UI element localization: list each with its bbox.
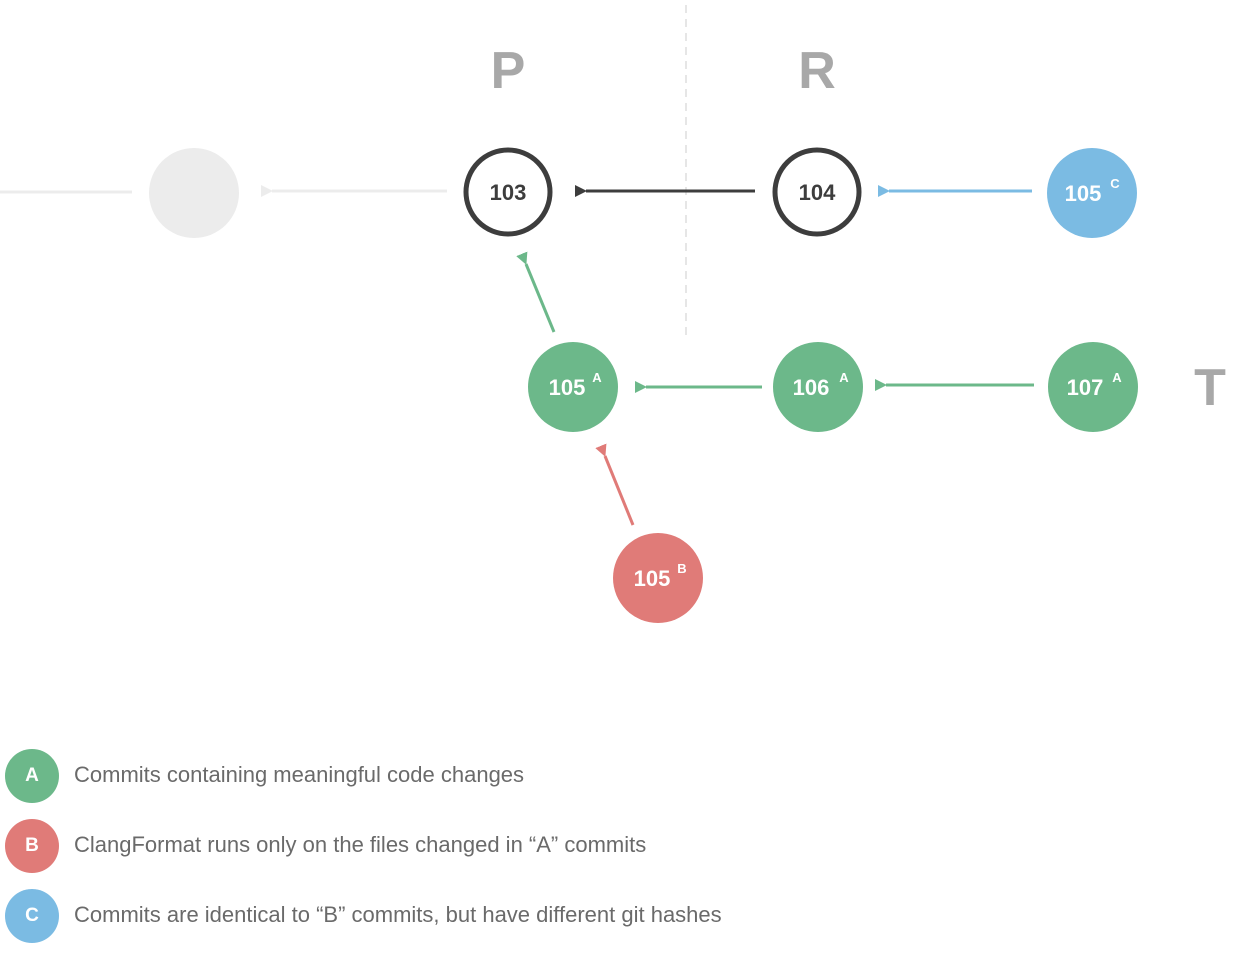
legend-text-a: Commits containing meaningful code chang… — [74, 762, 525, 787]
node-105c-label: 105 — [1065, 181, 1102, 206]
node-105b-superscript: B — [677, 561, 686, 576]
node-103-label: 103 — [490, 180, 527, 205]
node-104-label: 104 — [799, 180, 836, 205]
svg-text:103: 103 — [490, 180, 527, 205]
legend-badge-b: B — [5, 819, 59, 873]
commit-node-105c: 105 C — [1047, 148, 1137, 238]
commit-node-105b: 105 B — [613, 533, 703, 623]
commit-node-107a: 107 A — [1048, 342, 1138, 432]
commit-node-104: 104 — [772, 147, 862, 237]
commit-node-106a: 106 A — [773, 342, 863, 432]
commit-graph: P R T 103 104 105 C 105 A 106 A — [0, 5, 1226, 623]
node-105b-label: 105 — [634, 566, 671, 591]
commit-node-105a: 105 A — [528, 342, 618, 432]
node-107a-label: 107 — [1067, 375, 1104, 400]
legend-item-c: C Commits are identical to “B” commits, … — [5, 889, 905, 943]
branch-label-p: P — [491, 42, 526, 100]
node-106a-label: 106 — [793, 375, 830, 400]
legend-item-a: A Commits containing meaningful code cha… — [5, 749, 905, 803]
branch-label-t: T — [1194, 359, 1226, 417]
node-105a-superscript: A — [592, 370, 602, 385]
node-107a-superscript: A — [1112, 370, 1122, 385]
faded-commit-node — [149, 148, 239, 238]
branch-label-r: R — [798, 42, 836, 100]
legend-item-b: B ClangFormat runs only on the files cha… — [5, 819, 905, 873]
legend-badge-a: A — [5, 749, 59, 803]
commit-node-103: 103 — [463, 147, 553, 237]
node-105a-label: 105 — [549, 375, 586, 400]
node-106a-superscript: A — [839, 370, 849, 385]
legend-text-b: ClangFormat runs only on the files chang… — [74, 832, 647, 857]
node-105c-superscript: C — [1110, 176, 1120, 191]
arrow-105b-to-105a — [595, 443, 635, 526]
legend-badge-c: C — [5, 889, 59, 943]
legend-text-c: Commits are identical to “B” commits, bu… — [74, 902, 722, 927]
arrow-105a-to-103 — [516, 251, 556, 333]
svg-text:104: 104 — [799, 180, 836, 205]
